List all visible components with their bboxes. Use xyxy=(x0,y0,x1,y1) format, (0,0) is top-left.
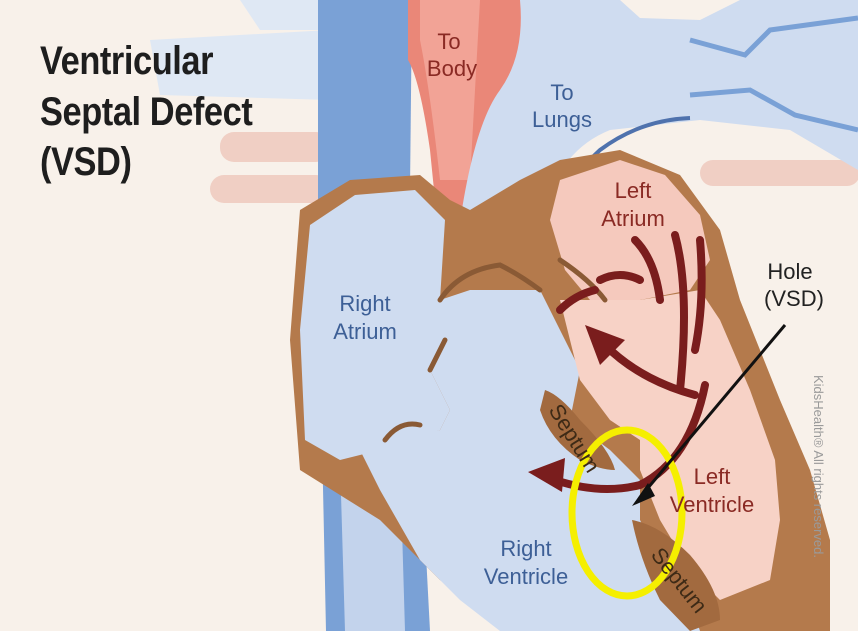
flow-arrowhead-atrium xyxy=(585,325,625,365)
label-to-body-line1: To xyxy=(437,29,460,54)
label-hole-line2: (VSD) xyxy=(764,286,824,311)
left-atrium-chamber xyxy=(550,160,710,300)
left-blue-vessels xyxy=(150,0,330,100)
flow-arrow-through-hole xyxy=(551,381,709,493)
pulmonary-artery xyxy=(455,0,858,300)
hole-pointer-arrowhead xyxy=(632,483,655,506)
label-right-ventricle-line1: Right xyxy=(500,536,551,561)
vsd-highlight-circle xyxy=(568,426,686,600)
label-to-body-line2: Body xyxy=(427,56,477,81)
right-atrium-chamber xyxy=(300,190,450,460)
label-right-ventricle-line2: Ventricle xyxy=(484,564,568,589)
background-vessels xyxy=(210,132,858,203)
flow-arrowhead-ventricle xyxy=(528,458,565,492)
label-left-atrium-line2: Atrium xyxy=(601,206,665,231)
upper-septum xyxy=(540,390,615,470)
label-hole-line1: Hole xyxy=(767,259,812,284)
hole-pointer-line xyxy=(640,324,787,496)
diagram-title-line1: Ventricular xyxy=(40,39,214,83)
lower-septum xyxy=(632,520,720,631)
diagram-title-line2: Septal Defect xyxy=(40,90,253,134)
label-right-atrium-line2: Atrium xyxy=(333,319,397,344)
blood-flow-curves xyxy=(556,231,706,394)
label-left-ventricle-line1: Left xyxy=(694,464,731,489)
pulmonary-branch-outline xyxy=(689,15,858,133)
label-to-lungs-line2: Lungs xyxy=(532,107,592,132)
left-ventricle-chamber xyxy=(560,290,780,600)
label-right-atrium-line1: Right xyxy=(339,291,390,316)
diagram-title-line3: (VSD) xyxy=(40,140,132,184)
label-to-lungs-line1: To xyxy=(550,80,573,105)
right-ventricle-chamber xyxy=(360,290,700,631)
label-left-ventricle-line2: Ventricle xyxy=(670,492,754,517)
valve-outlines xyxy=(382,257,608,443)
label-left-atrium-line1: Left xyxy=(615,178,652,203)
aorta-highlight xyxy=(420,0,480,180)
superior-vena-cava xyxy=(318,0,412,200)
copyright-credit: KidsHealth® All rights reserved. xyxy=(811,375,826,558)
